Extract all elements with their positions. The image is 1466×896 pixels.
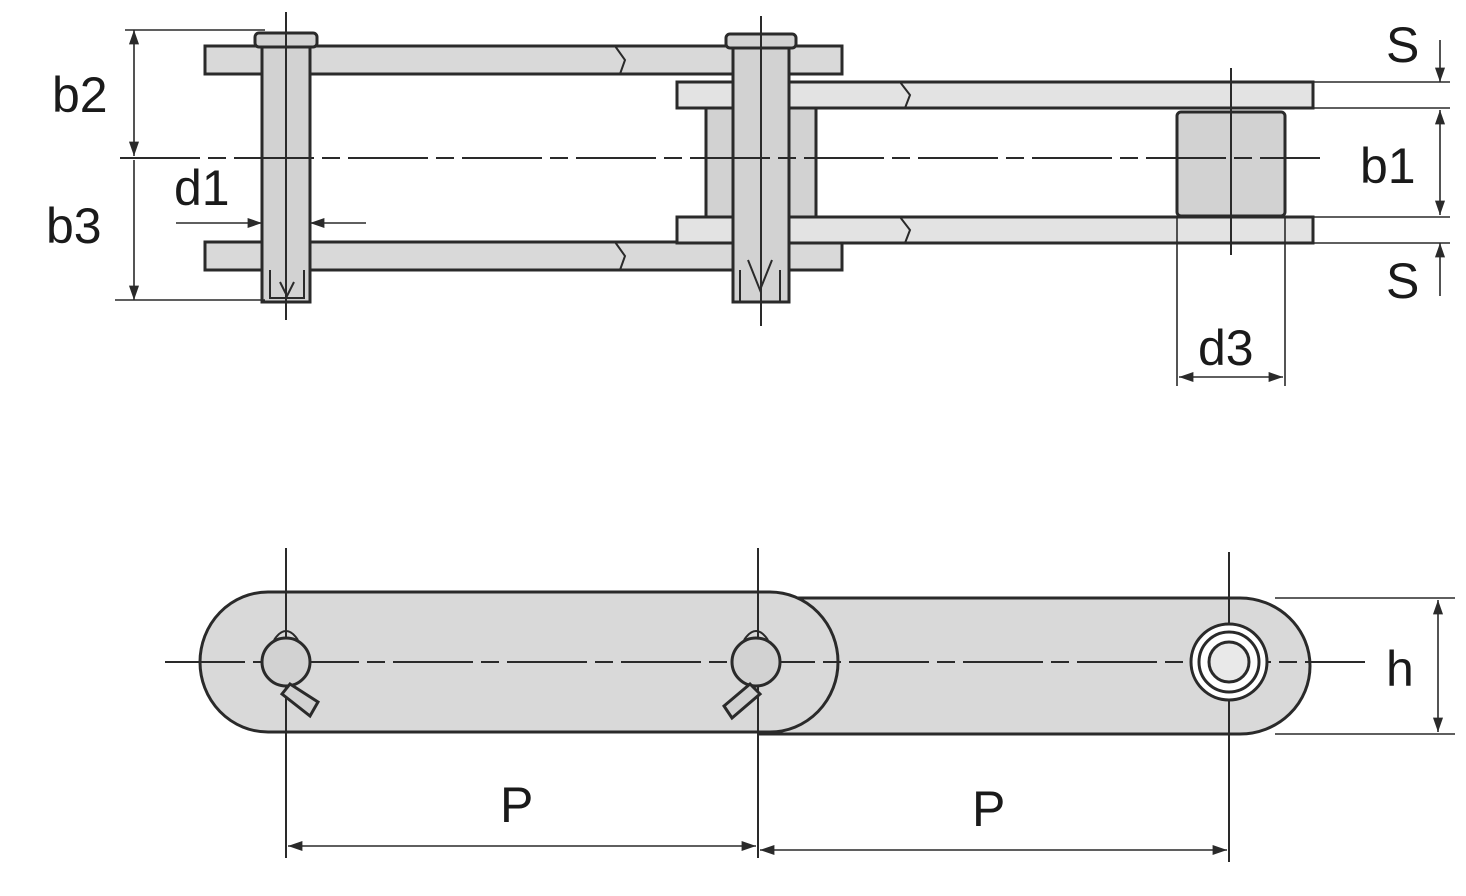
label-s-bottom: S bbox=[1386, 253, 1419, 309]
side-left-pin bbox=[260, 630, 321, 719]
label-h: h bbox=[1386, 641, 1414, 697]
top-view: b2 b3 d1 b1 S S d3 bbox=[46, 12, 1450, 386]
break-line bbox=[899, 216, 912, 244]
side-roller bbox=[1189, 622, 1269, 702]
label-b1: b1 bbox=[1360, 138, 1416, 194]
label-d3: d3 bbox=[1198, 320, 1254, 376]
break-line bbox=[614, 241, 627, 271]
break-line bbox=[614, 45, 627, 75]
label-s-top: S bbox=[1386, 17, 1419, 73]
label-b2: b2 bbox=[52, 67, 108, 123]
label-p-left: P bbox=[500, 777, 533, 833]
side-plate-right bbox=[758, 596, 1312, 736]
side-view: h P P bbox=[165, 548, 1455, 862]
side-middle-pin bbox=[722, 630, 782, 721]
break-line bbox=[899, 81, 912, 109]
label-b3: b3 bbox=[46, 198, 102, 254]
label-p-right: P bbox=[972, 781, 1005, 837]
label-d1: d1 bbox=[174, 160, 230, 216]
